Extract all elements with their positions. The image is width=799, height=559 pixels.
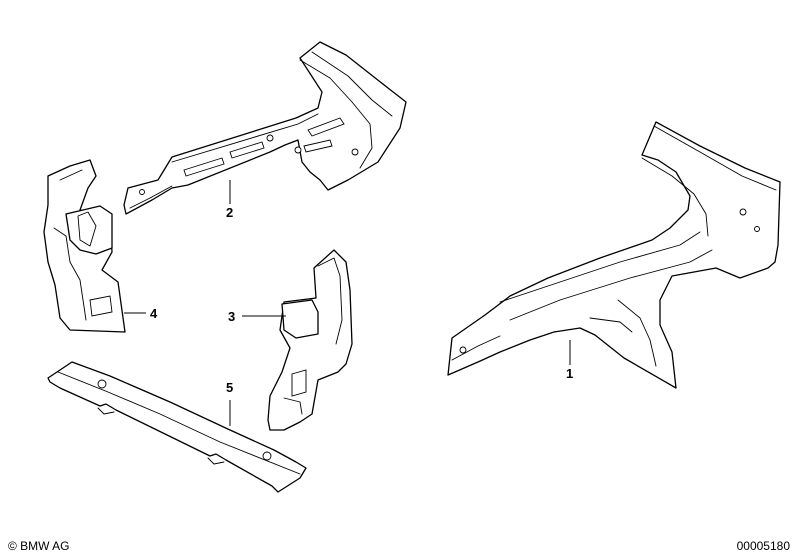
callout-3: 3	[228, 309, 235, 324]
document-number: 00005180	[736, 539, 790, 553]
part-2-side-panel[interactable]	[123, 41, 407, 215]
copyright-notice: © BMW AG	[8, 539, 70, 553]
callout-2: 2	[226, 205, 233, 220]
callout-1: 1	[566, 366, 573, 381]
part-1-side-panel[interactable]	[447, 121, 781, 389]
part-4-bracket[interactable]	[43, 159, 126, 333]
callout-5: 5	[226, 380, 233, 395]
part-3-bracket[interactable]	[267, 249, 353, 431]
part-5-plate[interactable]	[47, 361, 307, 493]
callout-4: 4	[150, 306, 158, 321]
